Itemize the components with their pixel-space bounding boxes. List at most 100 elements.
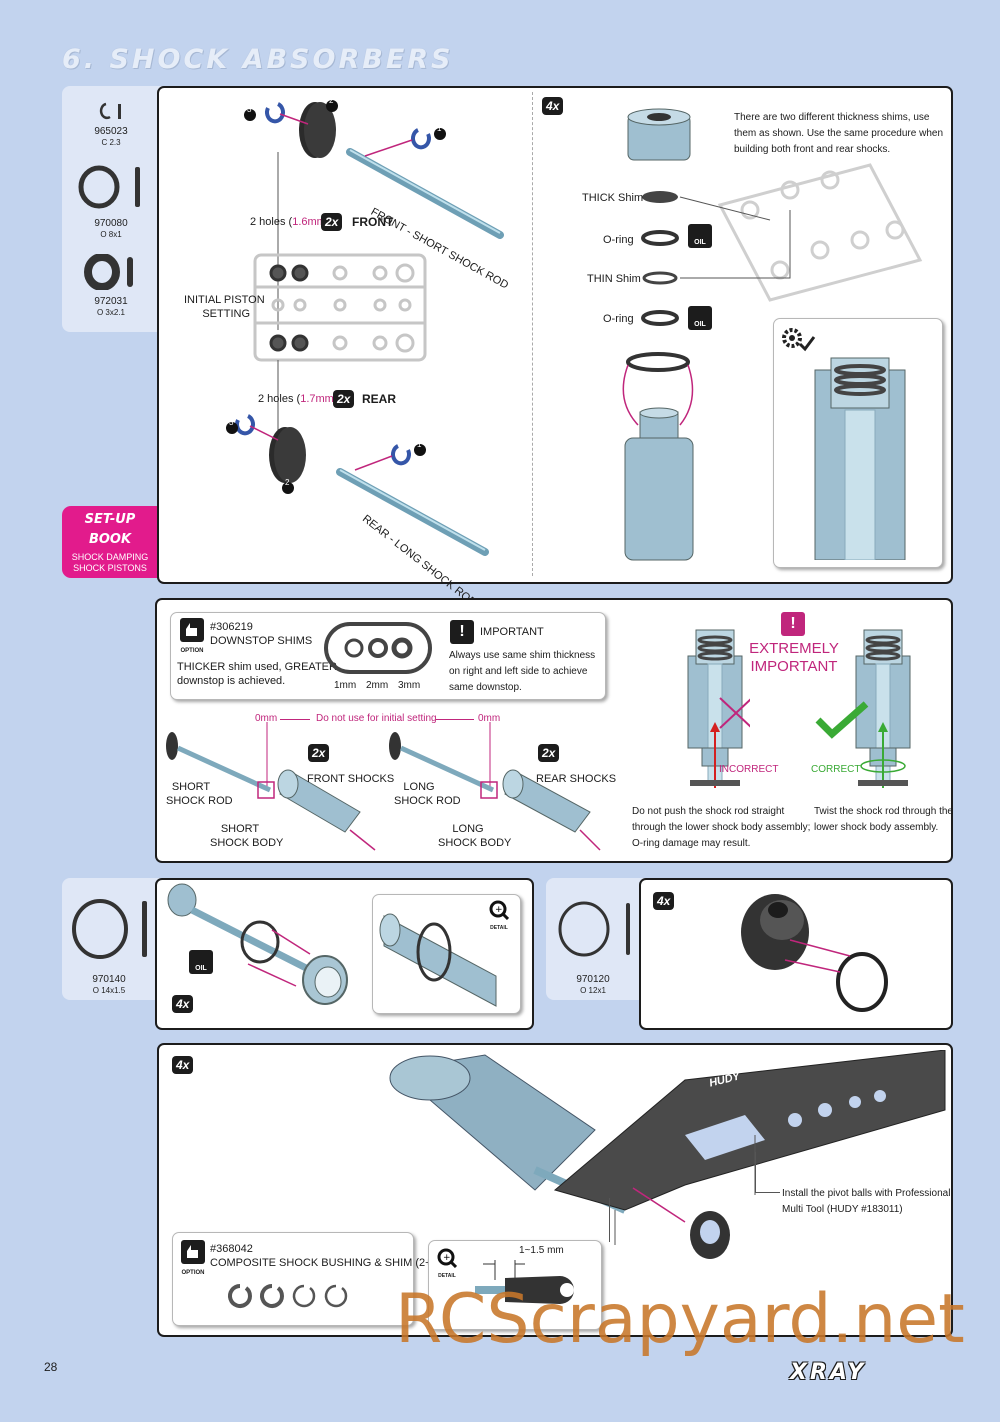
step2-note-line2: them as shown. Use the same procedure wh… — [734, 128, 943, 139]
option-thumb-icon: OPTION — [177, 618, 207, 654]
tool-note-line — [755, 1152, 780, 1193]
num-2-rear: 2 — [285, 478, 290, 487]
option-part-number: #306219 — [210, 621, 253, 633]
correct-text: Twist the shock rod through the lower sh… — [814, 804, 953, 836]
detail-zoom-icon-2: + DETAIL — [434, 1248, 460, 1279]
short-body-line1: SHORT — [220, 823, 260, 835]
hudy-multi-tool — [553, 1050, 946, 1211]
oring-12x1-icon — [558, 901, 630, 957]
part-972031: 972031 O 3x2.1 — [80, 296, 142, 318]
rear-label: REAR — [362, 392, 397, 406]
num-3-rear: 3 — [229, 418, 234, 427]
incorrect-line3: O-ring damage may result. — [632, 838, 751, 849]
page-title: 6. SHOCK ABSORBERS — [62, 44, 454, 75]
part-size: O 14x1.5 — [92, 986, 126, 995]
piston-sprue — [253, 253, 427, 362]
downstop-option-callout — [170, 612, 606, 700]
step2-note-line1: There are two different thickness shims,… — [734, 112, 930, 123]
svg-text:+: + — [443, 1253, 451, 1263]
num-1-front: 1 — [437, 124, 442, 133]
part-number: 970080 — [94, 218, 128, 229]
setup-title2: BOOK — [88, 532, 132, 547]
bushing-part-name: COMPOSITE SHOCK BUSHING & SHIM (2+2) — [210, 1257, 442, 1269]
extremely-line1: EXTREMELY — [749, 640, 839, 657]
long-rod-line1: LONG — [403, 781, 435, 793]
downstop-assembly-drawing — [166, 722, 601, 851]
pivot-ball-tool-drawing — [389, 1050, 946, 1259]
rear-rod-assembly — [389, 732, 498, 799]
tool-note-line2: Multi Tool (HUDY #183011) — [782, 1204, 903, 1215]
thin-shim-label: THIN Shim — [587, 273, 641, 285]
rear-shocks-qty: 2x — [538, 744, 560, 762]
long-body-line1: LONG — [452, 823, 484, 835]
option-label: OPTION — [180, 648, 204, 654]
front-holes-prefix: 2 holes ( — [250, 216, 293, 228]
extremely-important-label: EXTREMELY IMPORTANT — [744, 640, 844, 676]
short-rod-line1: SHORT — [171, 781, 211, 793]
correct-label: CORRECT — [811, 764, 861, 775]
not-initial-label: Do not use for initial setting — [316, 713, 437, 724]
shock-cutaway-drawing — [814, 357, 906, 560]
num-1-rear: 1 — [417, 440, 422, 449]
step5-qty-badge: 4x — [653, 892, 675, 910]
long-body-line2: SHOCK BODY — [438, 837, 512, 849]
extremely-important-icon: ! — [781, 612, 805, 636]
incorrect-shock-drawing — [687, 629, 750, 788]
part-clip-icon — [96, 100, 128, 127]
step4-detail-drawing — [379, 913, 497, 1007]
shim-3mm: 3mm — [398, 680, 421, 691]
long-rod-line2: SHOCK ROD — [394, 795, 461, 807]
page-number: 28 — [44, 1360, 58, 1374]
oil-icon-2: OIL — [688, 306, 712, 330]
rear-rod — [336, 468, 489, 556]
front-piston — [299, 102, 336, 158]
zero-right-label: 0mm — [478, 713, 501, 724]
correct-line1: Twist the shock rod through the — [814, 806, 953, 817]
option-desc: THICKER shim used, GREATER downstop is a… — [177, 660, 337, 688]
rear-holes-size: 1.7mm — [300, 393, 334, 405]
oring1-label: O-ring — [603, 234, 634, 246]
part-970120: 970120 O 12x1 — [562, 974, 624, 996]
shock-piston-oring-drawing — [741, 894, 888, 1012]
checkmark-icon — [815, 701, 869, 739]
part-size: C 2.3 — [101, 138, 121, 147]
part-number: 972031 — [94, 296, 128, 307]
shock-cap-shims-drawing — [622, 108, 923, 561]
incorrect-line2: through the lower shock body assembly; — [632, 822, 811, 833]
part-size: O 3x2.1 — [96, 308, 125, 317]
xray-logo: XRAY — [790, 1360, 867, 1385]
long-shock-body — [502, 769, 591, 833]
part-number: 970120 — [576, 974, 610, 985]
step4-qty-badge: 4x — [172, 995, 194, 1013]
front-shocks-label: FRONT SHOCKS — [307, 773, 395, 785]
step2-note: There are two different thickness shims,… — [734, 110, 943, 158]
important-text: Always use same shim thickness on right … — [449, 648, 595, 696]
extremely-line2: IMPORTANT — [750, 658, 838, 675]
long-rod-label: LONG SHOCK ROD — [394, 780, 461, 808]
rear-piston — [269, 427, 306, 483]
pivot-ball-end — [690, 1211, 730, 1259]
initial-piston-line1: INITIAL PISTON — [184, 294, 265, 306]
front-rod — [346, 148, 504, 239]
oil-icon-1: OIL — [688, 224, 712, 248]
svg-text:+: + — [495, 905, 503, 915]
piston-assembly-drawing — [226, 100, 504, 556]
short-shock-body — [277, 769, 361, 833]
shock-collar-oring-drawing — [167, 883, 348, 1005]
front-clip-left — [265, 102, 285, 124]
bushing-part-number: #368042 — [210, 1243, 253, 1255]
measure-label: 1~1.5 mm — [519, 1245, 564, 1256]
front-clip-right — [411, 128, 431, 150]
step2-note-line3: building both front and rear shocks. — [734, 144, 891, 155]
important-line2: on right and left side to achieve — [449, 666, 588, 677]
oring-14x15-icon — [72, 899, 147, 959]
panel-divider — [532, 92, 533, 576]
option-desc-line2: downstop is achieved. — [177, 675, 286, 687]
front-shocks-qty: 2x — [308, 744, 330, 762]
front-holes-size: 1.6mm — [292, 216, 326, 228]
short-body-label: SHORT SHOCK BODY — [210, 822, 283, 850]
pivot-detail-drawing — [475, 1260, 574, 1304]
tool-note-line1: Install the pivot balls with Professiona… — [782, 1188, 951, 1199]
shims-orings — [641, 191, 679, 326]
front-rod-assembly — [166, 732, 275, 799]
